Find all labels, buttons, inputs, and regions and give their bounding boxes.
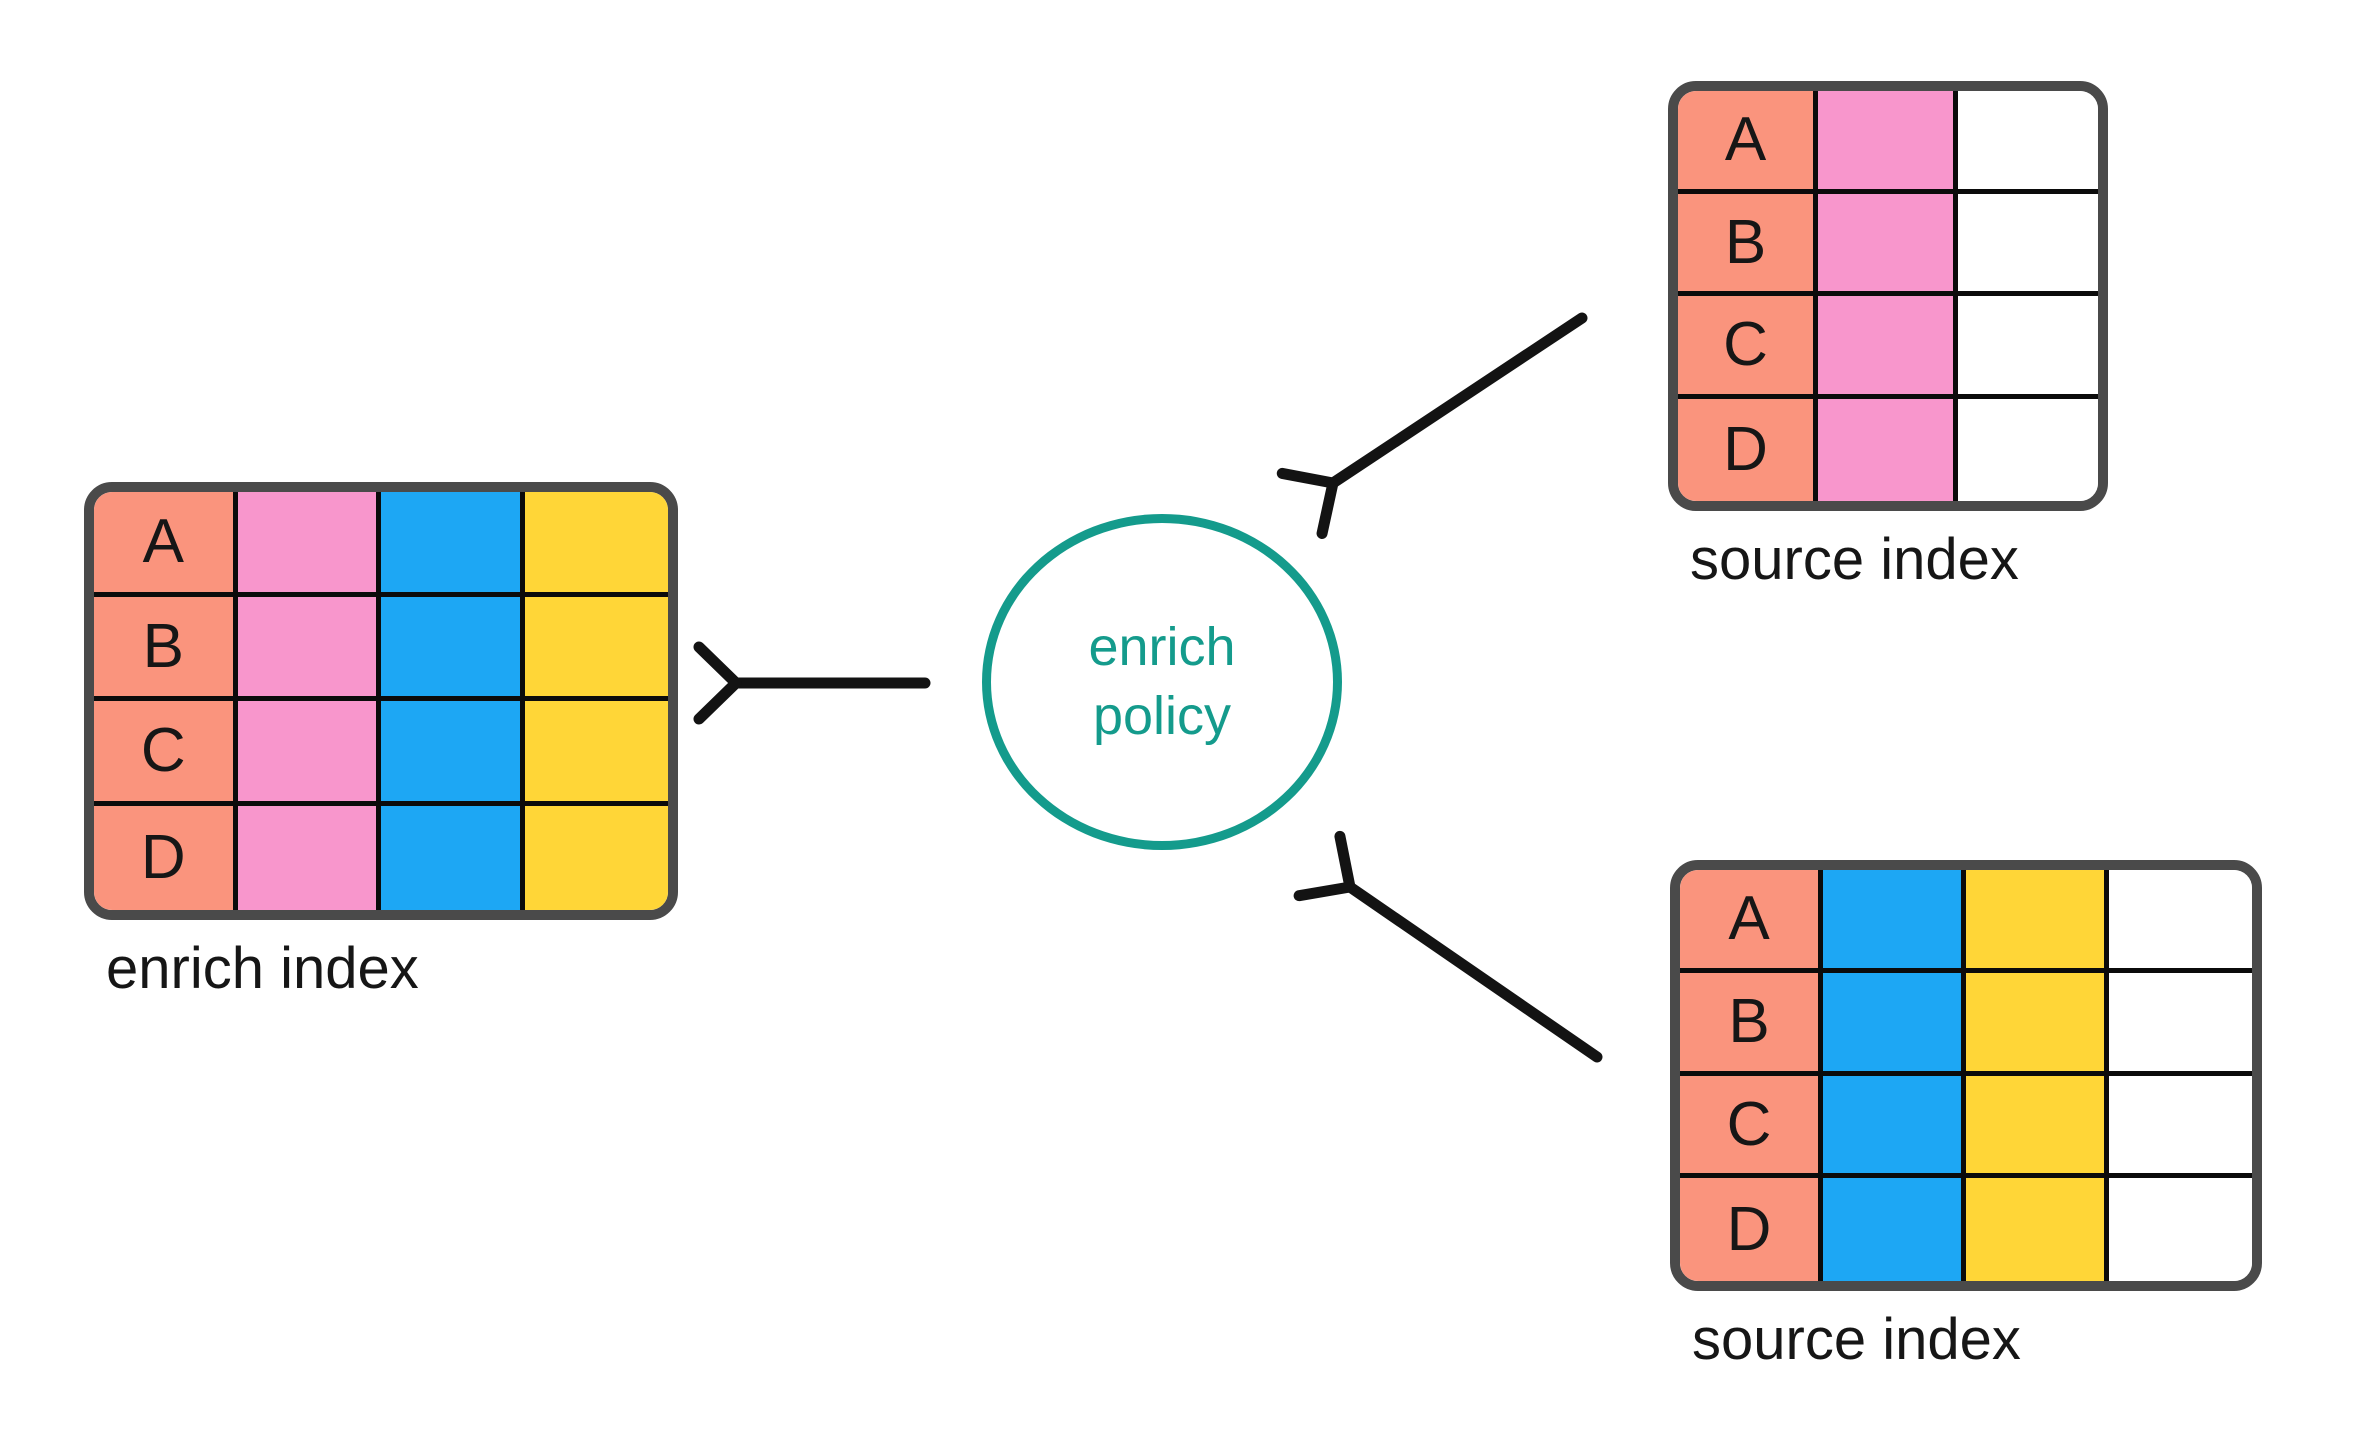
source_top-cell-A-col1: A [1678,91,1818,194]
enrich-policy-label-line1: enrich [1088,616,1236,677]
source_bottom-cell-D-col3 [1966,1178,2109,1281]
enrich_index-cell-B-col3 [381,596,525,701]
arrow-source-top-to-policy [1276,312,1588,539]
enrich_index-cell-A-col4 [524,492,668,597]
enrich_index-cell-C-col2 [237,701,381,806]
enrich_index-cell-C-col3 [381,701,525,806]
source_bottom-cell-A-col1: A [1680,870,1823,973]
enrich_index-cell-D-col1: D [94,805,238,910]
source_bottom-cell-B-col4 [2109,972,2252,1076]
source_top-cell-D-col3 [1958,398,2098,501]
enrich_index-cell-D-col3 [381,805,525,910]
enrich_index-cell-D-col2 [237,805,381,910]
enrich_index-cell-A-col2 [237,492,381,597]
enrich_index-cell-D-col4 [524,805,668,910]
enrich_index-cell-B-col1: B [94,596,238,701]
enrich-index-label: enrich index [106,936,419,1001]
source_bottom-cell-A-col3 [1966,870,2109,973]
source_top-cell-C-col3 [1958,296,2098,399]
enrich_index-cell-B-col4 [524,596,668,701]
source_top-cell-B-col2 [1818,193,1958,296]
source_bottom-cell-B-col1: B [1680,972,1823,1076]
source_bottom-cell-C-col2 [1823,1075,1966,1179]
source_top-cell-C-col1: C [1678,296,1818,399]
source-index-top-label: source index [1690,527,2019,592]
arrow-source-bottom-to-policy [1293,830,1603,1063]
source_bottom-cell-D-col2 [1823,1178,1966,1281]
source_top-cell-B-col3 [1958,193,2098,296]
enrich_index-cell-C-col1: C [94,701,238,806]
source_top-cell-D-col2 [1818,398,1958,501]
source_bottom-cell-A-col4 [2109,870,2252,973]
source_bottom-cell-C-col1: C [1680,1075,1823,1179]
enrich_index-cell-A-col1: A [94,492,238,597]
enrich_index-cell-A-col3 [381,492,525,597]
source_bottom-cell-D-col1: D [1680,1178,1823,1281]
source_top-cell-C-col2 [1818,296,1958,399]
source_bottom-cell-D-col4 [2109,1178,2252,1281]
source_bottom-cell-B-col2 [1823,972,1966,1076]
source_top-cell-A-col3 [1958,91,2098,194]
source_top-cell-D-col1: D [1678,398,1818,501]
source_bottom-cell-A-col2 [1823,870,1966,973]
source_top-cell-B-col1: B [1678,193,1818,296]
enrich-policy-circle: enrich policy [982,514,1342,850]
enrich-policy-label-line2: policy [1092,686,1232,746]
source-index-bottom-label: source index [1692,1307,2021,1372]
source_top-cell-A-col2 [1818,91,1958,194]
source_bottom-cell-C-col3 [1966,1075,2109,1179]
enrich_index-cell-C-col4 [524,701,668,806]
enrich_index-cell-B-col2 [237,596,381,701]
source_bottom-cell-B-col3 [1966,972,2109,1076]
source_bottom-cell-C-col4 [2109,1075,2252,1179]
